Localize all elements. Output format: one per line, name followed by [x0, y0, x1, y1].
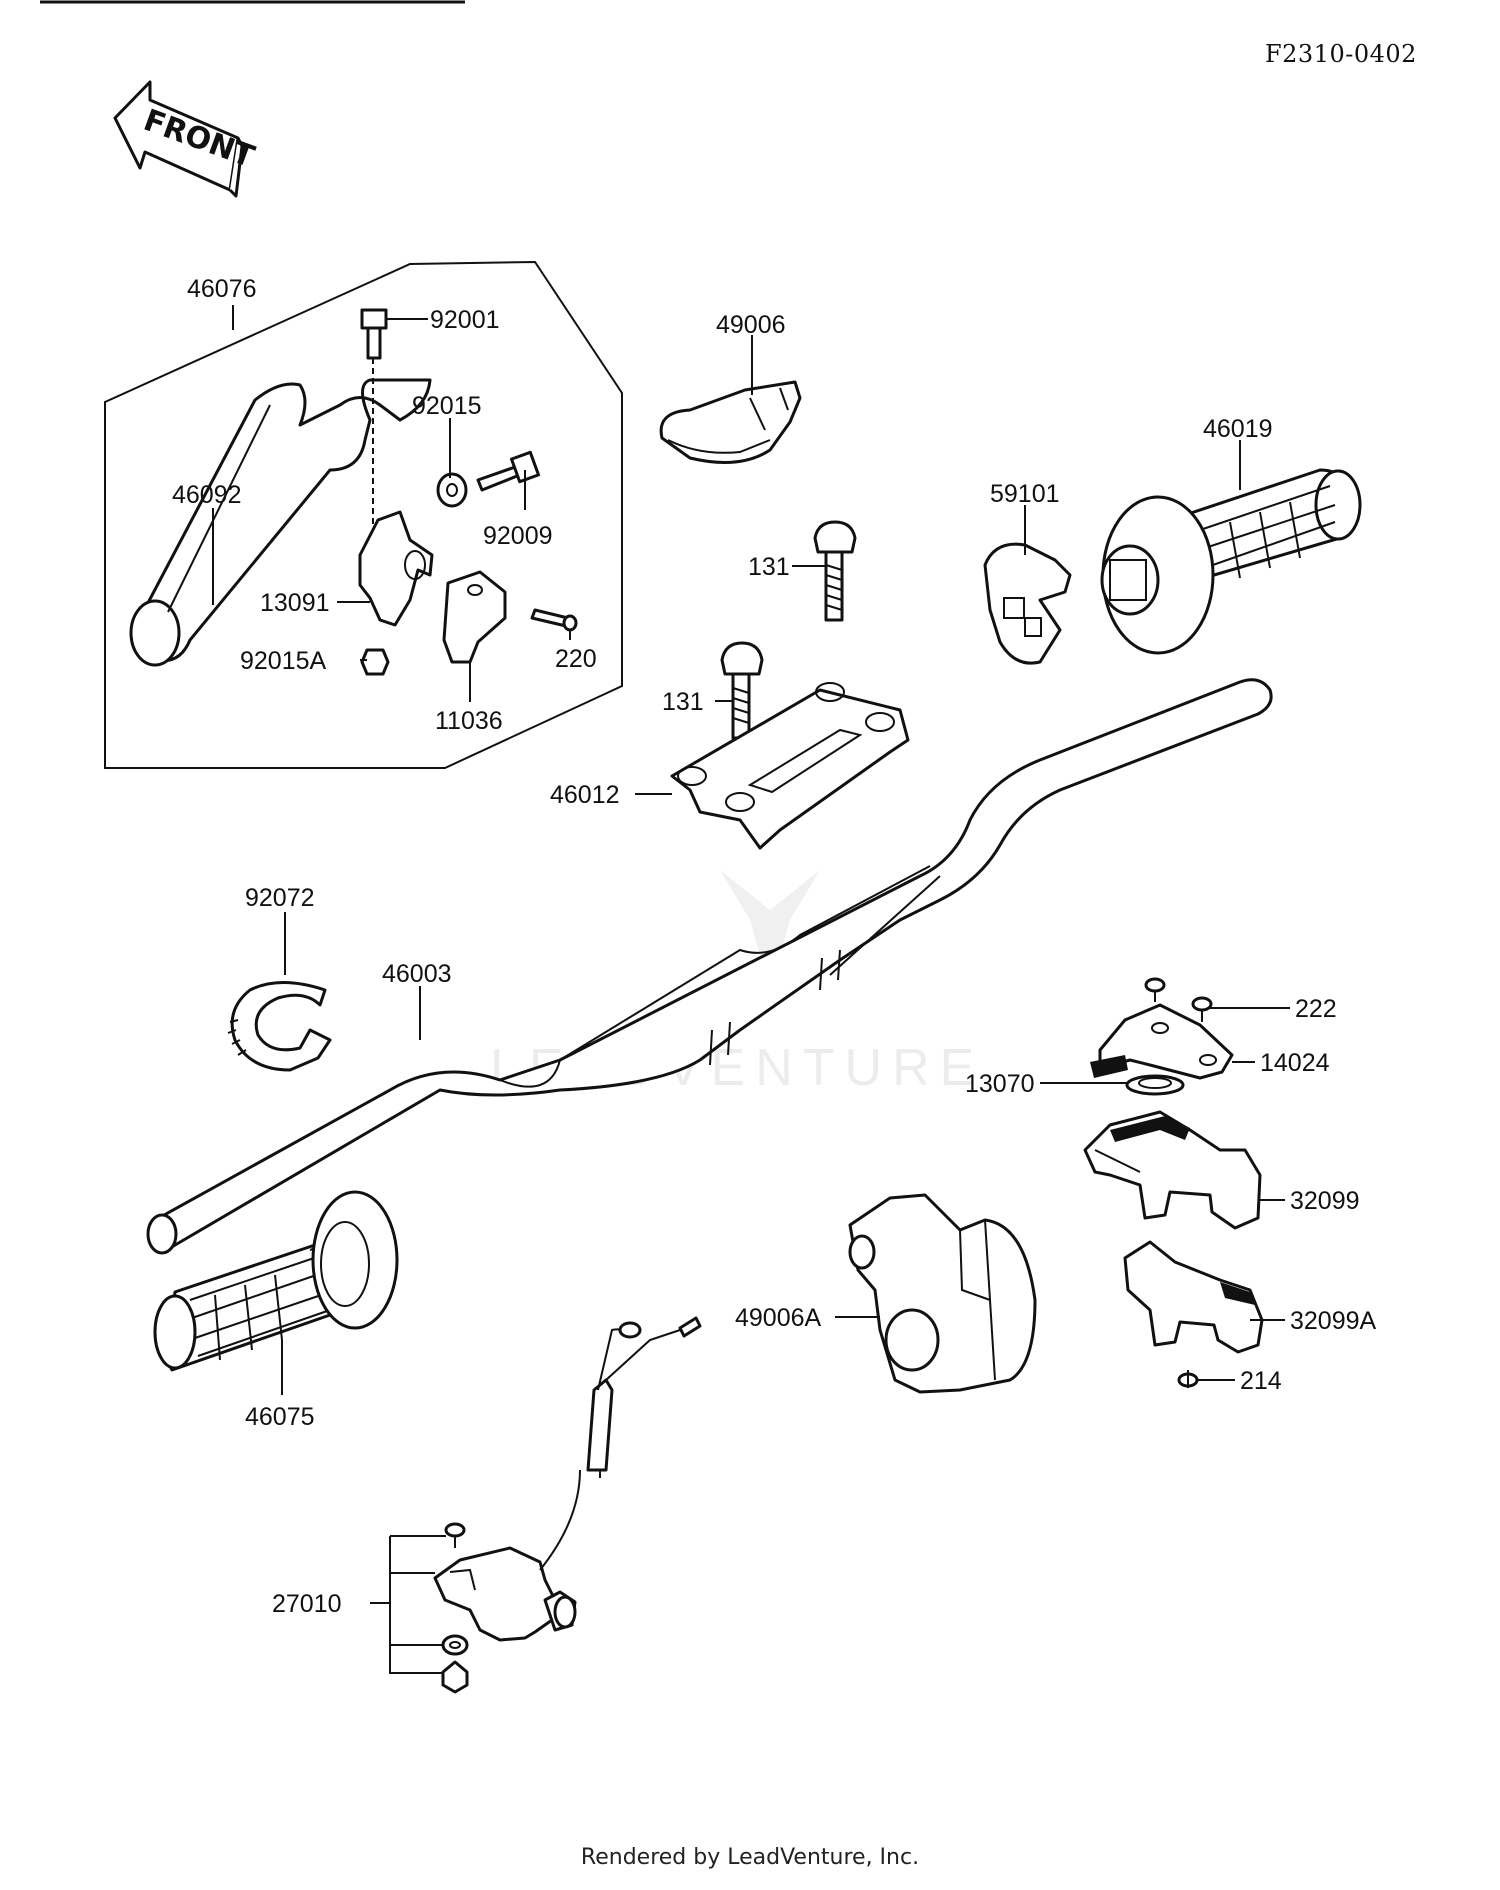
lever-cover [659, 380, 802, 464]
throttle-housing-lower [1123, 1240, 1264, 1354]
lever-holder [358, 510, 434, 627]
housing-cover [848, 1193, 1037, 1394]
label-13091: 13091 [260, 589, 330, 617]
label-49006A: 49006A [735, 1304, 822, 1332]
throttle-grip [1100, 468, 1362, 655]
rendered-by-footer: Rendered by LeadVenture, Inc. [580, 1845, 920, 1870]
handlebar-clamp [670, 682, 910, 850]
grip-band [227, 981, 332, 1072]
switch-washer [441, 1634, 469, 1656]
adjuster-nut [436, 472, 468, 508]
throttle-plate [1125, 1074, 1185, 1096]
label-46075: 46075 [245, 1403, 315, 1431]
label-32099: 32099 [1290, 1187, 1360, 1215]
stop-switch [433, 1316, 702, 1642]
label-46092: 46092 [172, 481, 242, 509]
label-11036: 11036 [435, 707, 503, 735]
adjuster-screw [476, 450, 541, 492]
front-arrow-icon: FRONT [113, 80, 259, 198]
assembly-boundary-46076 [104, 260, 623, 769]
clamp-screw [530, 608, 578, 632]
label-27010: 27010 [272, 1590, 342, 1618]
lever-clamp [442, 570, 507, 664]
label-220: 220 [555, 645, 597, 673]
label-92015A: 92015A [240, 647, 327, 675]
label-46019: 46019 [1203, 415, 1273, 443]
label-222: 222 [1295, 995, 1337, 1023]
screw-small-a [1144, 977, 1166, 1002]
label-46012: 46012 [550, 781, 620, 809]
label-14024: 14024 [1260, 1049, 1330, 1077]
label-92015: 92015 [412, 392, 482, 420]
label-32099A: 32099A [1290, 1307, 1377, 1335]
handlebar [146, 678, 1273, 1255]
part-labels: 46076 92001 49006 92015 46019 46092 9200… [172, 275, 1377, 1618]
label-131b: 131 [662, 688, 704, 716]
pivot-nut [360, 648, 390, 676]
clamp-bolt-lower [720, 641, 764, 740]
switch-screw [444, 1522, 466, 1548]
housing-screw-214 [1177, 1370, 1199, 1388]
switch-nut [441, 1660, 469, 1694]
left-grip [153, 1190, 399, 1372]
label-92001: 92001 [430, 306, 500, 334]
throttle-housing-upper [1083, 1110, 1262, 1230]
label-59101: 59101 [990, 480, 1060, 508]
label-13070: 13070 [965, 1070, 1035, 1098]
screw-small-b [1191, 996, 1213, 1022]
label-46076: 46076 [187, 275, 257, 303]
label-92009: 92009 [483, 522, 553, 550]
label-131a: 131 [748, 553, 790, 581]
label-46003: 46003 [382, 960, 452, 988]
clamp-bolt-upper [813, 520, 857, 622]
label-92072: 92072 [245, 884, 315, 912]
leader-lines [212, 318, 1290, 1674]
throttle-cover [1090, 1003, 1234, 1080]
label-214: 214 [1240, 1367, 1282, 1395]
label-49006: 49006 [716, 311, 786, 339]
diagram-code: F2310-0402 [1265, 40, 1417, 68]
throttle-pulley [983, 542, 1072, 665]
